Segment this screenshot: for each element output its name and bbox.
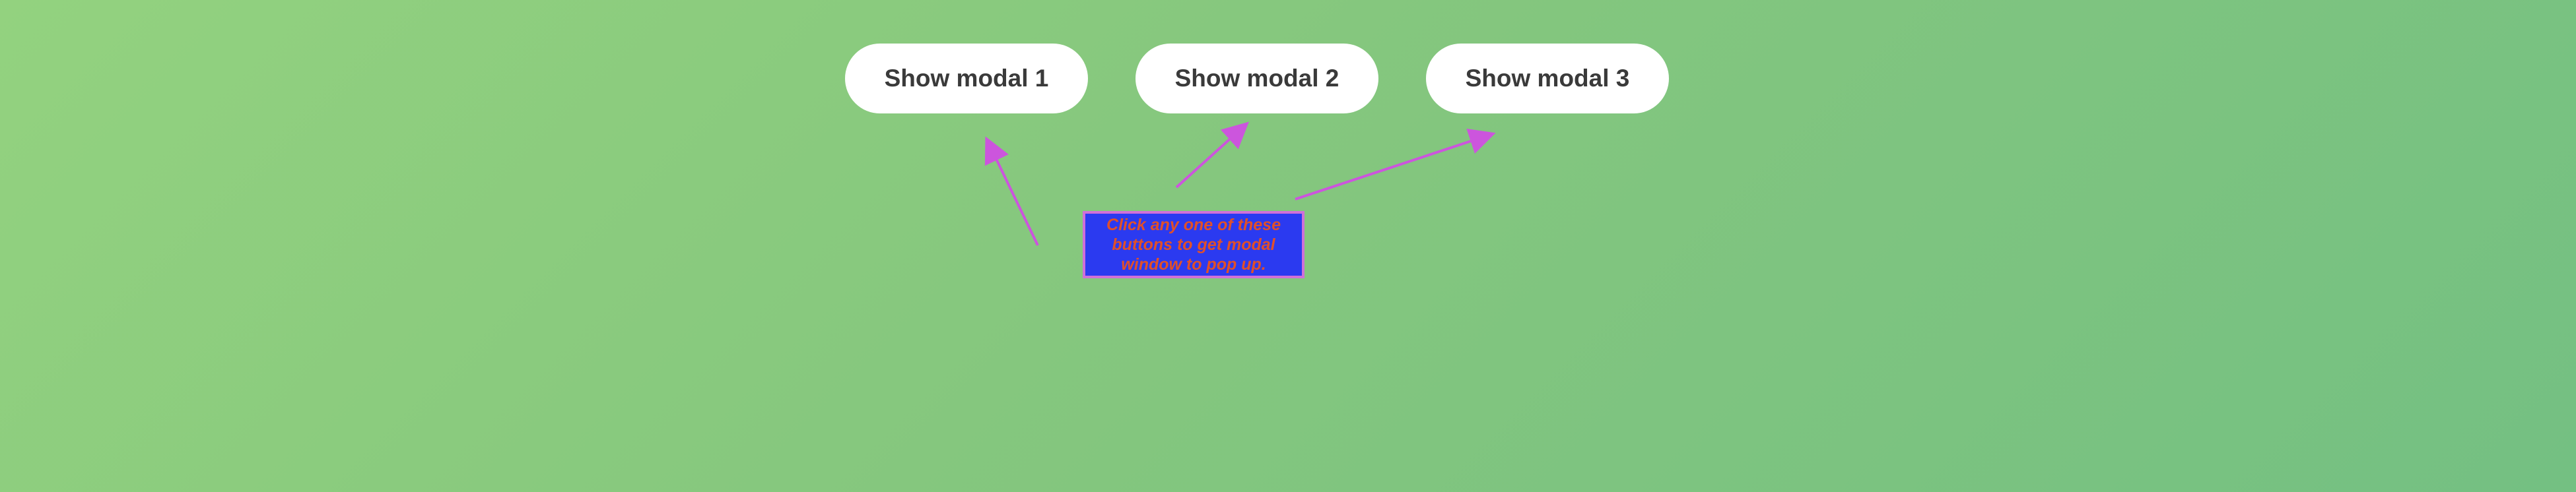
arrow-to-modal-2 xyxy=(1175,121,1249,189)
hint-text: Click any one of these buttons to get mo… xyxy=(1106,216,1281,274)
arrow-to-modal-3 xyxy=(1295,129,1496,200)
show-modal-1-button[interactable]: Show modal 1 xyxy=(845,44,1088,113)
hint-box: Click any one of these buttons to get mo… xyxy=(1083,211,1305,278)
show-modal-2-button[interactable]: Show modal 2 xyxy=(1135,44,1378,113)
show-modal-3-button[interactable]: Show modal 3 xyxy=(1426,44,1669,113)
arrow-to-modal-1 xyxy=(984,136,1039,246)
